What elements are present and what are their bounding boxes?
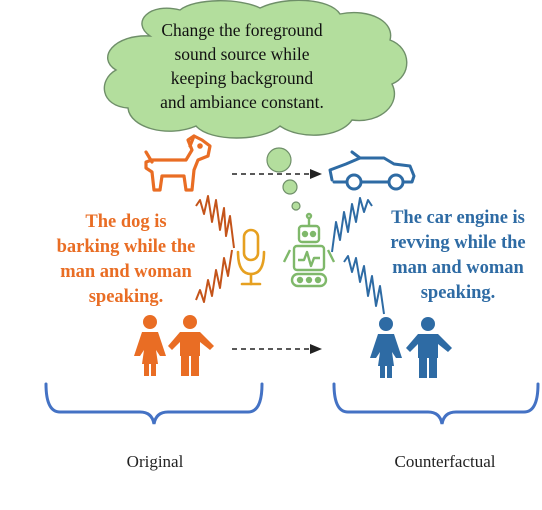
- sound-wave-left-lower: [195, 249, 233, 303]
- thought-cloud: [103, 0, 408, 211]
- cloud-shape: [103, 0, 408, 139]
- caption-line: revving while the: [390, 233, 526, 253]
- sound-wave-left-upper: [195, 195, 235, 249]
- label-counterfactual: Counterfactual: [394, 452, 496, 471]
- cloud-bubble-medium: [282, 179, 298, 195]
- caption-line: The dog is: [85, 212, 167, 232]
- cloud-line: Change the foreground: [161, 20, 323, 40]
- sound-wave-right-upper: [331, 197, 373, 253]
- people-icon-original: [134, 315, 214, 376]
- bracket-counterfactual: [332, 382, 540, 425]
- microphone-icon: [236, 228, 266, 286]
- caption-line: barking while the: [56, 237, 196, 257]
- original-caption: The dog is barking while the man and wom…: [40, 210, 212, 310]
- cloud-line: sound source while: [174, 44, 310, 64]
- cloud-bubble-large: [266, 147, 292, 173]
- caption-line: The car engine is: [391, 208, 525, 228]
- arrow-top: [232, 169, 322, 179]
- caption-line: man and woman: [60, 262, 192, 282]
- cloud-line: keeping background: [170, 68, 314, 88]
- sound-wave-right-lower: [343, 255, 385, 315]
- cloud-line: and ambiance constant.: [160, 92, 324, 112]
- bracket-original: [44, 382, 264, 425]
- counterfactual-caption: The car engine is revving while the man …: [374, 206, 542, 306]
- label-original: Original: [126, 452, 184, 471]
- car-icon: [328, 150, 416, 191]
- cloud-instruction: Change the foreground sound source while…: [122, 18, 362, 114]
- robot-icon: [282, 212, 336, 288]
- caption-line: man and woman: [392, 258, 524, 278]
- cloud-bubble-small: [291, 201, 301, 211]
- dog-icon: [144, 134, 212, 192]
- people-icon-counterfactual: [370, 317, 452, 378]
- caption-line: speaking.: [420, 283, 496, 303]
- arrow-bottom: [232, 344, 322, 354]
- caption-line: speaking.: [88, 287, 164, 307]
